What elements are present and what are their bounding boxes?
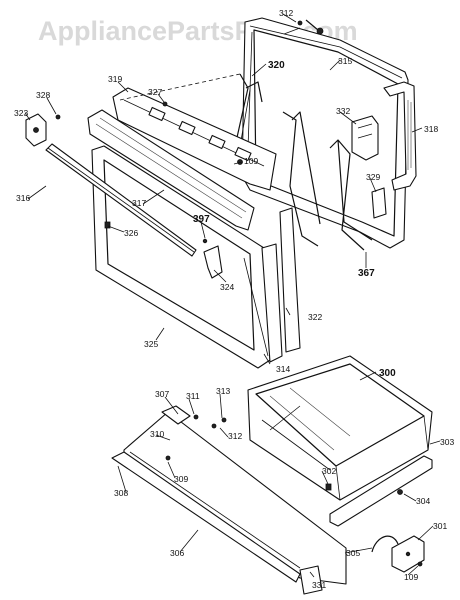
top-screws — [297, 19, 324, 35]
drawer-front-panel — [111, 405, 347, 595]
door-hinge-wires — [235, 73, 373, 251]
label-332: 332 — [336, 106, 350, 116]
label-302: 302 — [322, 466, 336, 476]
label-325: 325 — [144, 339, 158, 349]
label-328: 328 — [36, 90, 50, 100]
label-300: 300 — [379, 368, 396, 379]
label-322: 322 — [308, 312, 322, 322]
inner-glass-panel — [279, 207, 301, 353]
label-367: 367 — [358, 268, 375, 279]
label-306: 306 — [170, 548, 184, 558]
door-screws — [162, 101, 243, 165]
label-311: 311 — [186, 391, 200, 401]
label-327: 327 — [148, 87, 162, 97]
label-313: 313 — [216, 386, 230, 396]
label-315: 315 — [338, 56, 352, 66]
part-number-labels: 312 320 315 318 332 329 367 319 327 328 … — [14, 8, 454, 590]
label-308: 308 — [114, 488, 128, 498]
label-329: 329 — [366, 172, 380, 182]
drawer-bracket — [371, 535, 425, 573]
label-317: 317 — [132, 198, 146, 208]
label-324: 324 — [220, 282, 234, 292]
label-316: 316 — [16, 193, 30, 203]
drawer-slide-rail — [329, 455, 433, 527]
label-320: 320 — [268, 60, 285, 71]
label-301: 301 — [433, 521, 447, 531]
label-310: 310 — [150, 429, 164, 439]
door-frame-assembly — [87, 73, 277, 231]
label-303: 303 — [440, 437, 454, 447]
door-latch-parts — [351, 115, 387, 219]
leader-lines — [24, 13, 441, 578]
label-326: 326 — [124, 228, 138, 238]
label-304: 304 — [416, 496, 430, 506]
label-397: 397 — [193, 214, 210, 225]
label-109-door: 109 — [244, 156, 258, 166]
door-handle-rod — [45, 143, 197, 257]
label-109-drawer: 109 — [404, 572, 418, 582]
label-309: 309 — [174, 474, 188, 484]
label-318: 318 — [424, 124, 438, 134]
label-307: 307 — [155, 389, 169, 399]
label-312-top: 312 — [279, 8, 293, 18]
door-clip — [202, 238, 223, 279]
label-319: 319 — [108, 74, 122, 84]
label-331: 331 — [312, 580, 326, 590]
label-305: 305 — [346, 548, 360, 558]
door-side-trim — [383, 81, 417, 191]
handle-end-bracket — [25, 113, 61, 147]
label-314: 314 — [276, 364, 290, 374]
storage-drawer-body — [247, 355, 433, 501]
label-312-drawer: 312 — [228, 431, 242, 441]
label-323: 323 — [14, 108, 28, 118]
